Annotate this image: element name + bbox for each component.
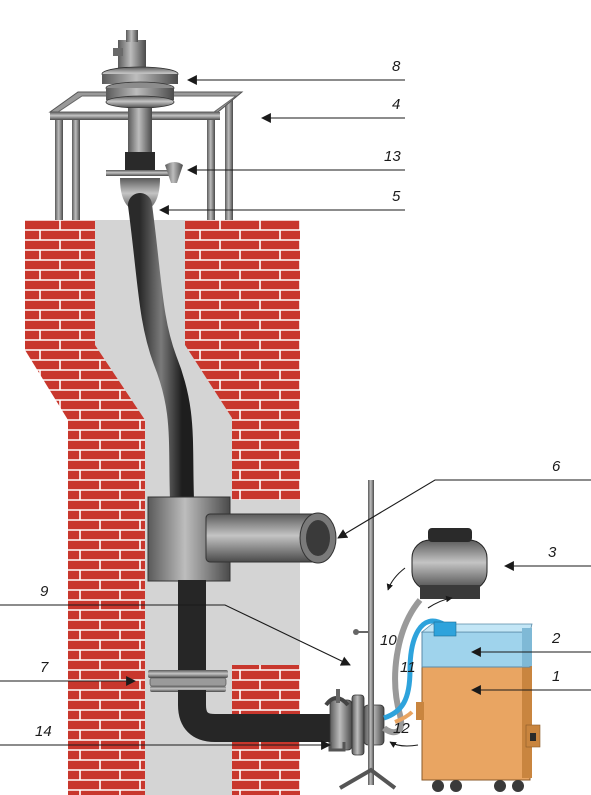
callout-1: 1 bbox=[552, 668, 560, 685]
callout-9: 9 bbox=[40, 583, 49, 600]
callout-3: 3 bbox=[548, 544, 557, 561]
tank bbox=[416, 621, 541, 792]
stand bbox=[338, 480, 397, 790]
callout-8: 8 bbox=[392, 58, 401, 75]
callout-13: 13 bbox=[384, 148, 401, 165]
callout-10: 10 bbox=[380, 632, 397, 649]
callout-7: 7 bbox=[40, 659, 49, 676]
hoses bbox=[382, 598, 447, 736]
callout-14: 14 bbox=[35, 723, 52, 740]
blower bbox=[411, 528, 488, 599]
callout-12: 12 bbox=[393, 720, 410, 737]
side-unit bbox=[147, 496, 337, 582]
callout-5: 5 bbox=[392, 188, 401, 205]
callout-2: 2 bbox=[551, 630, 561, 647]
top-winch bbox=[101, 30, 179, 156]
callout-leaders bbox=[0, 75, 591, 750]
callout-labels: 8 4 13 5 6 3 9 2 10 11 7 1 12 14 bbox=[35, 58, 561, 740]
lower-pipe bbox=[148, 580, 340, 742]
callout-11: 11 bbox=[400, 659, 416, 676]
flow-arrows bbox=[386, 567, 453, 748]
callout-6: 6 bbox=[552, 458, 561, 475]
pump-junction bbox=[324, 689, 385, 756]
callout-4: 4 bbox=[392, 96, 400, 113]
flexible-hose bbox=[128, 193, 194, 512]
